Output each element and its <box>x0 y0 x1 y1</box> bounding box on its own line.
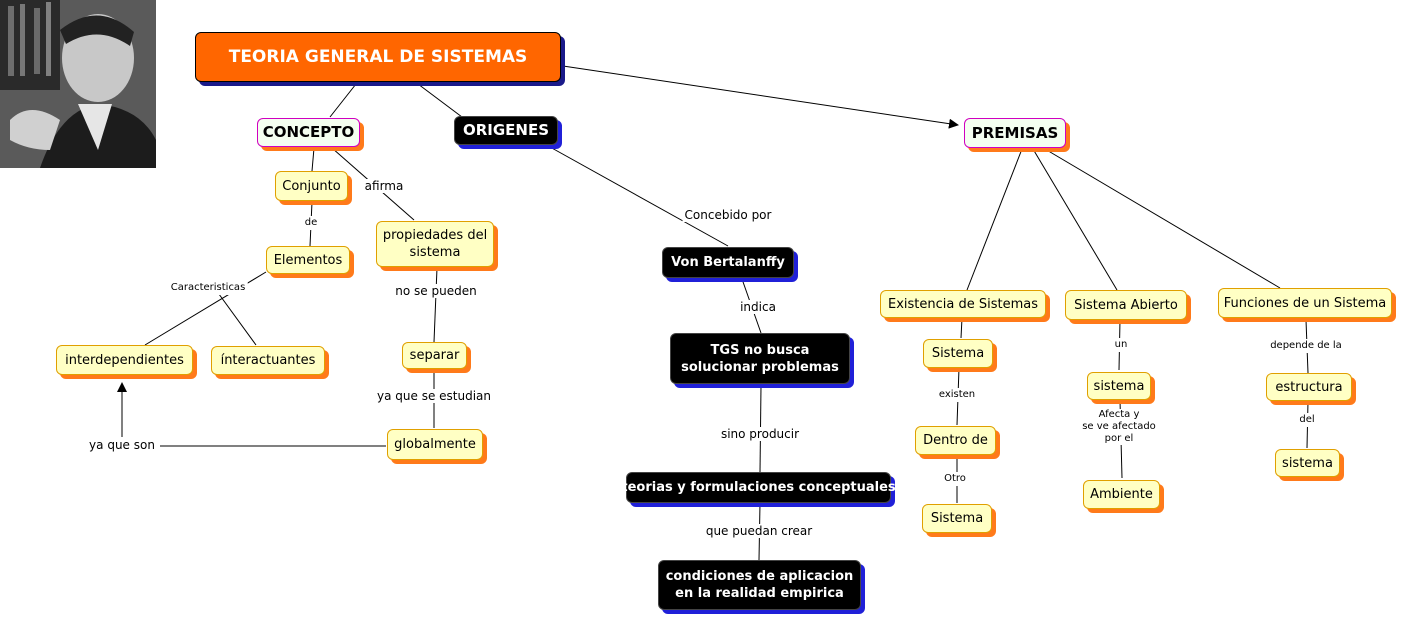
portrait-image <box>0 0 156 168</box>
origenes-node[interactable]: ORIGENES <box>454 116 558 145</box>
line-title-concepto <box>329 83 357 118</box>
sistema-node-3[interactable]: sistema <box>1087 372 1151 400</box>
line-propiedades-separar <box>433 267 438 343</box>
interdependientes-node[interactable]: interdependientes <box>56 345 193 375</box>
label-un: un <box>1112 338 1130 352</box>
elementos-node[interactable]: Elementos <box>266 246 350 274</box>
line-premisas-abierto <box>1032 148 1118 291</box>
label-sino-producir: sino producir <box>718 427 802 441</box>
separar-node[interactable]: separar <box>402 342 467 369</box>
line-title-origenes <box>417 83 463 118</box>
label-otro: Otro <box>942 472 968 486</box>
propiedades-node[interactable]: propiedades del sistema <box>376 221 494 267</box>
von-bertalanffy-node[interactable]: Von Bertalanffy <box>662 247 794 278</box>
sistema-node-2[interactable]: Sistema <box>922 504 992 533</box>
label-ya-que-se-estudian: ya que se estudian <box>375 389 493 403</box>
ambiente-node[interactable]: Ambiente <box>1083 480 1160 509</box>
sistema-abierto-node[interactable]: Sistema Abierto <box>1065 290 1187 320</box>
existencia-node[interactable]: Existencia de Sistemas <box>880 290 1046 318</box>
portrait-photo <box>0 0 156 168</box>
label-afecta-line3: por el <box>1104 433 1134 444</box>
line-elementos-interact <box>215 289 257 346</box>
sistema-node-1[interactable]: Sistema <box>923 339 993 368</box>
dentro-de-node[interactable]: Dentro de <box>915 426 996 455</box>
label-afirma: afirma <box>362 179 406 193</box>
label-de: de <box>302 216 320 230</box>
line-title-premisas <box>562 65 959 129</box>
line-premisas-funciones <box>1044 148 1281 289</box>
globalmente-node[interactable]: globalmente <box>387 429 483 460</box>
label-ya-que-son: ya que son <box>87 438 157 452</box>
label-afecta-line1: Afecta y <box>1098 409 1140 420</box>
label-existen: existen <box>936 388 978 402</box>
label-afecta: Afecta y se ve afectado por el <box>1080 409 1158 445</box>
condiciones-node[interactable]: condiciones de aplicacion en la realidad… <box>658 560 861 610</box>
line-origenes-von <box>549 146 729 247</box>
label-caracteristicas: Caracteristicas <box>168 281 248 295</box>
label-del: del <box>1297 413 1317 427</box>
estructura-node[interactable]: estructura <box>1266 373 1352 401</box>
sistema-node-4[interactable]: sistema <box>1275 449 1340 477</box>
premisas-node[interactable]: PREMISAS <box>964 118 1066 148</box>
concepto-node[interactable]: CONCEPTO <box>257 118 360 147</box>
label-afecta-line2: se ve afectado <box>1082 421 1156 432</box>
interactuantes-node[interactable]: ínteractuantes <box>211 346 325 375</box>
line-existencia-sistema <box>960 317 963 339</box>
teorias-node[interactable]: teorias y formulaciones conceptuales <box>621 472 896 503</box>
label-indica: indica <box>738 300 778 314</box>
label-depende-de-la: depende de la <box>1268 339 1344 353</box>
tgs-node[interactable]: TGS no busca solucionar problemas <box>670 333 850 384</box>
label-concebido-por: Concebido por <box>682 208 774 222</box>
line-concepto-conjunto <box>311 147 315 172</box>
funciones-node[interactable]: Funciones de un Sistema <box>1218 288 1392 318</box>
conjunto-node[interactable]: Conjunto <box>275 171 348 201</box>
label-no-se-pueden: no se pueden <box>393 284 479 298</box>
label-que-puedan-crear: que puedan crear <box>703 524 815 538</box>
title-node[interactable]: TEORIA GENERAL DE SISTEMAS <box>195 32 561 82</box>
line-premisas-existencia <box>966 148 1023 291</box>
